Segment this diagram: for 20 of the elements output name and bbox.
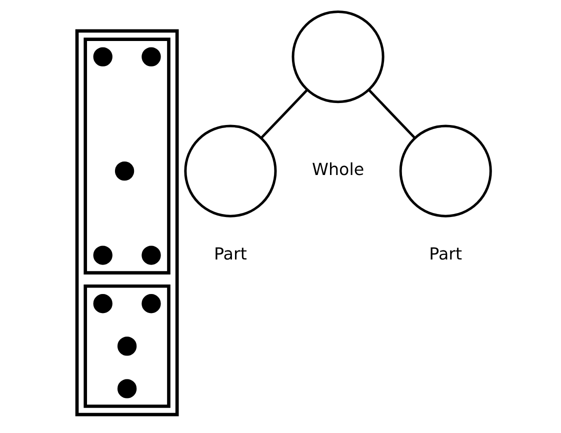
cluster bbox=[84, 38, 170, 274]
node-circle bbox=[93, 246, 112, 265]
node-circle bbox=[142, 294, 161, 314]
node-circle bbox=[93, 47, 112, 66]
node-circle bbox=[184, 124, 277, 218]
node-label: Whole bbox=[312, 160, 364, 180]
cluster bbox=[75, 29, 179, 416]
node-circle bbox=[117, 379, 137, 398]
cluster bbox=[84, 284, 170, 408]
node-circle bbox=[292, 10, 384, 104]
node-label: Part bbox=[429, 244, 462, 264]
node-circle bbox=[93, 294, 112, 314]
node-circle bbox=[117, 336, 137, 356]
node-circle bbox=[142, 47, 161, 66]
node-circle bbox=[142, 246, 161, 265]
node-label: Part bbox=[214, 244, 247, 264]
connector bbox=[368, 89, 416, 139]
node-circle bbox=[399, 124, 492, 218]
connector bbox=[260, 89, 308, 139]
node-circle bbox=[114, 161, 134, 181]
